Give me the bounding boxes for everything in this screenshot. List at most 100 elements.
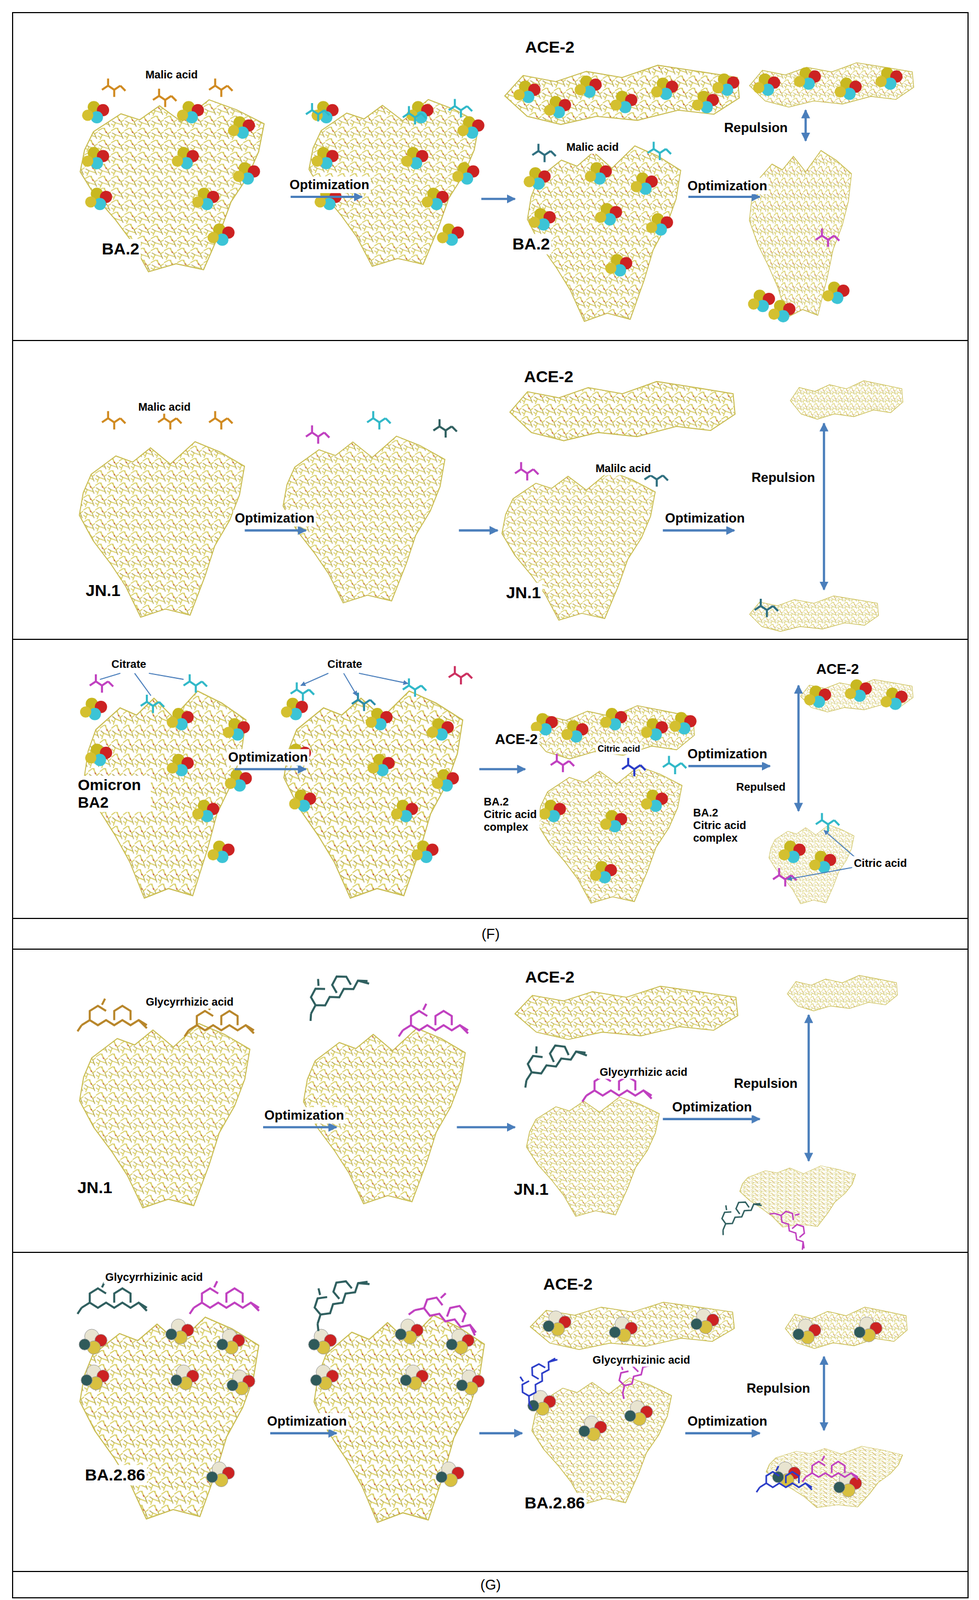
illustration-part [561,719,589,743]
figure-label: BA.2 [100,238,141,260]
illustration-part [844,679,872,702]
illustration-part [509,1347,560,1409]
illustration-part [452,162,480,185]
illustration-part [411,840,439,863]
illustration-part [84,743,112,766]
illustration-part [300,673,329,686]
illustration-part [294,957,371,1021]
illustration-part [308,1328,337,1354]
illustration-part [290,195,362,198]
illustration-part [228,116,255,139]
illustration-part [880,687,908,710]
illustration-part [288,789,316,812]
illustration-part [754,598,779,617]
illustration-part [589,860,617,884]
figure-label: Omicron BA2 [76,775,151,812]
illustration-part [600,707,628,731]
illustration-part [712,73,739,96]
illustration-part [359,673,408,684]
illustration-part [84,187,112,210]
illustration-part [207,223,235,246]
figure-label: JN.1 [75,1177,114,1198]
illustration-part [822,423,825,590]
illustration-part [875,67,903,90]
illustration-part [177,100,204,124]
illustration-part [343,673,357,696]
illustration-part [481,197,515,201]
illustration-part [640,789,668,812]
figure-label: Optimization [663,509,747,527]
panel-2-art [79,380,904,631]
illustration-part [82,146,110,170]
figure-label: ACE-2 [522,366,576,387]
illustration-part [402,678,427,697]
figure-label: Optimization [265,1412,349,1430]
illustration-part [600,809,628,833]
illustration-part [189,1281,260,1314]
panel-letter: (F) [479,925,502,943]
illustration-part [528,208,556,231]
illustration-part [537,766,682,904]
figure-panel: Glycyrrhizic acidACE-2OptimizationJN.1Gl… [12,948,969,1253]
illustration-part [787,866,855,879]
illustration-part [530,705,695,759]
illustration-part [183,674,208,693]
figure-label: BA.2.86 [522,1492,587,1513]
illustration-part [82,100,110,124]
illustration-part [77,998,147,1032]
illustration-part [690,1308,719,1334]
illustration-part [605,1340,663,1399]
illustration-part [768,299,796,323]
illustration-part [165,1318,194,1344]
panel-label-cell: (F) [12,917,969,950]
illustration-part [605,253,633,277]
figure-label: Repulsion [732,1074,800,1092]
illustration-part [822,1356,825,1430]
figure-label: Glycyrrhizic acid [144,994,236,1009]
illustration-part [408,1283,486,1338]
figure-label: Glycyrrhizic acid [598,1065,690,1079]
figure-label: JN.1 [83,580,122,601]
illustration-part [502,470,656,620]
illustration-part [80,1316,259,1519]
illustration-part [149,673,184,680]
illustration-part [395,1318,424,1344]
illustration-part [365,707,393,731]
figure-label: Malic acid [136,400,193,414]
illustration-part [532,143,556,162]
illustration-part [792,1318,821,1344]
illustration-part [530,1301,734,1350]
illustration-part [263,1125,337,1129]
illustration-part [753,73,781,96]
illustration-part [515,462,539,481]
illustration-part [691,90,719,114]
figure-label: Malic acid [143,67,200,82]
figure-label: Repulsion [749,469,817,486]
illustration-part [270,1431,337,1434]
illustration-part [662,1117,760,1120]
illustration-part [448,98,473,117]
illustration-part [749,595,879,632]
illustration-part [433,419,458,438]
illustration-part [232,162,260,185]
illustration-part [785,1306,908,1349]
figure-label: Repulsion [722,119,790,136]
illustration-part [208,411,233,430]
figure-label: Optimization [287,176,371,193]
illustration-part [749,62,914,107]
illustration-part [646,213,674,236]
illustration-part [578,1415,607,1441]
illustration-part [790,380,903,419]
figure-label: Glycyrrhizinic acid [590,1352,692,1367]
illustration-part [854,1316,882,1342]
illustration-part [351,692,376,711]
illustration-part [79,441,245,618]
illustration-part [192,187,220,210]
illustration-part [435,1461,464,1487]
illustration-part [427,718,454,741]
illustration-part [685,1431,760,1434]
figure-label: BA.2 Citric acid complex [691,805,750,845]
illustration-part [80,697,107,721]
figure-label: BA.2.86 [83,1464,147,1485]
illustration-part [166,753,194,777]
